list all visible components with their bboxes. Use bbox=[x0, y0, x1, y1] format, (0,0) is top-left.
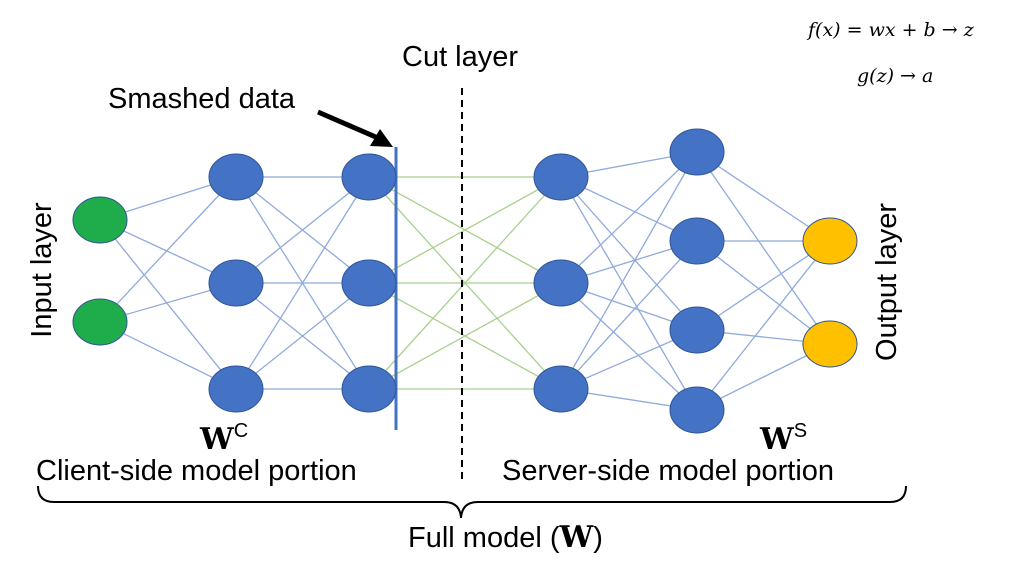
edge-input-0-to-client-hidden-1-2 bbox=[99, 219, 237, 390]
output-layer-label: Output layer bbox=[871, 203, 903, 361]
node-output-0 bbox=[802, 217, 858, 265]
full-model-brace bbox=[37, 485, 907, 519]
node-input-1 bbox=[72, 298, 128, 346]
node-server-hidden-2-3 bbox=[669, 386, 725, 434]
edge-server-hidden-2-0-to-output-0 bbox=[696, 151, 831, 242]
edge-server-hidden-1-1-to-server-hidden-2-3 bbox=[560, 282, 698, 411]
node-client-hidden-1-2 bbox=[208, 365, 264, 413]
equation-2: g(z) → a bbox=[857, 65, 933, 87]
edge-server-hidden-2-3-to-output-0 bbox=[696, 240, 831, 411]
node-client-hidden-1-0 bbox=[208, 153, 264, 201]
node-server-hidden-1-0 bbox=[533, 153, 589, 201]
edge-client-hidden-1-2-to-client-hidden-2-0 bbox=[235, 176, 370, 390]
edge-client-hidden-1-1-to-client-hidden-2-0 bbox=[235, 176, 370, 284]
edge-client-hidden-2-2-to-server-hidden-1-0 bbox=[368, 176, 562, 390]
edge-server-hidden-1-1-to-server-hidden-2-0 bbox=[560, 151, 698, 284]
edge-client-hidden-2-2-to-server-hidden-1-1 bbox=[368, 282, 562, 390]
node-client-hidden-1-1 bbox=[208, 259, 264, 307]
node-server-hidden-1-2 bbox=[533, 365, 589, 413]
server-weight-label: WS bbox=[759, 420, 807, 457]
node-server-hidden-2-0 bbox=[669, 128, 725, 176]
edge-server-hidden-1-2-to-server-hidden-2-0 bbox=[560, 151, 698, 390]
network-nodes bbox=[72, 128, 858, 434]
smashed-data-arrow-shaft bbox=[317, 109, 379, 141]
edge-client-hidden-1-2-to-client-hidden-2-1 bbox=[235, 282, 370, 390]
smashed-data-label: Smashed data bbox=[108, 83, 296, 115]
client-weight-label: WC bbox=[199, 420, 248, 457]
node-output-1 bbox=[802, 320, 858, 368]
cut-layer-label: Cut layer bbox=[402, 41, 518, 73]
input-layer-label: Input layer bbox=[26, 202, 58, 338]
node-server-hidden-2-1 bbox=[669, 217, 725, 265]
node-client-hidden-2-0 bbox=[341, 153, 397, 201]
edge-server-hidden-2-2-to-output-0 bbox=[696, 240, 831, 331]
edge-server-hidden-2-0-to-output-1 bbox=[696, 151, 831, 345]
node-server-hidden-2-2 bbox=[669, 306, 725, 354]
edge-server-hidden-2-1-to-output-1 bbox=[696, 240, 831, 345]
edge-server-hidden-1-0-to-server-hidden-2-2 bbox=[560, 176, 698, 331]
node-input-0 bbox=[72, 196, 128, 244]
edge-server-hidden-1-2-to-server-hidden-2-1 bbox=[560, 240, 698, 390]
client-portion-label: Client-side model portion bbox=[36, 455, 357, 487]
node-client-hidden-2-1 bbox=[341, 259, 397, 307]
equation-1: f(x) = wx + b → z bbox=[806, 19, 975, 41]
full-model-label: Full model (W) bbox=[408, 520, 603, 555]
smashed-data-arrow-head bbox=[370, 129, 393, 147]
node-client-hidden-2-2 bbox=[341, 365, 397, 413]
edge-client-hidden-2-1-to-server-hidden-1-0 bbox=[368, 176, 562, 284]
node-server-hidden-1-1 bbox=[533, 259, 589, 307]
edge-input-1-to-client-hidden-1-0 bbox=[99, 176, 237, 323]
server-portion-label: Server-side model portion bbox=[502, 455, 834, 487]
edge-server-hidden-1-0-to-server-hidden-2-3 bbox=[560, 176, 698, 411]
